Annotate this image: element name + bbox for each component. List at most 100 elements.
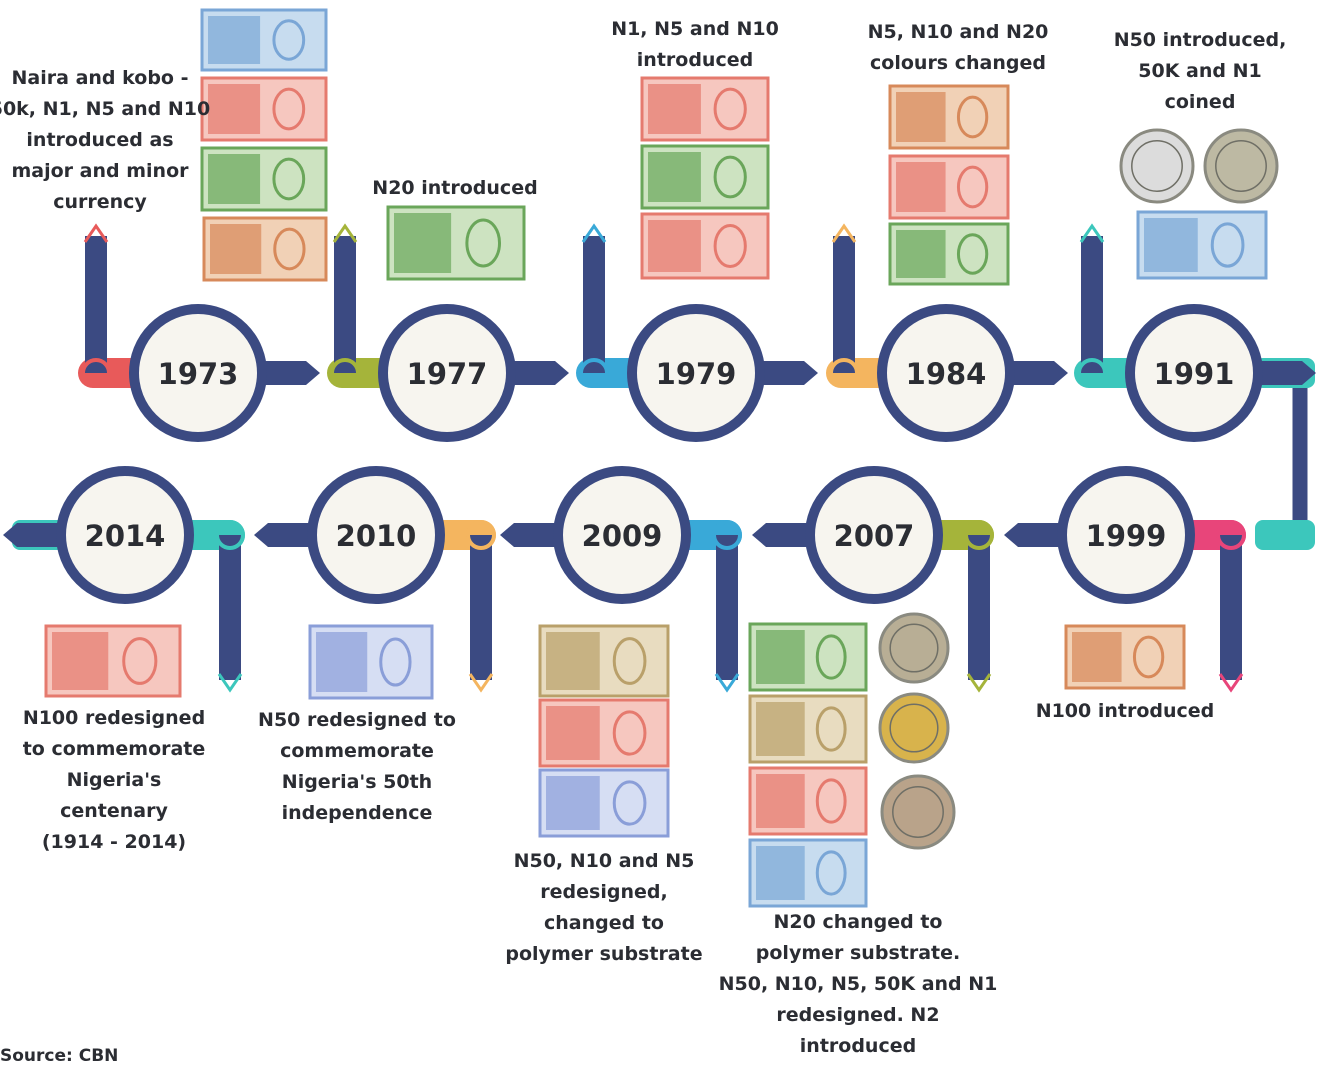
year-label: 1977 (407, 357, 488, 391)
banknote-watermark (815, 634, 847, 680)
milestone-description: N50, N10 and N5 redesigned, changed to p… (505, 850, 703, 965)
year-label: 2010 (336, 519, 417, 553)
year-label: 1984 (906, 357, 987, 391)
banknote-portrait (546, 632, 600, 690)
banknote-image (640, 76, 770, 142)
banknote-image (538, 624, 670, 698)
timeline-stem (1081, 236, 1103, 373)
timeline-stem (85, 236, 107, 373)
banknote-image (748, 838, 868, 908)
stem-arrowhead (1079, 223, 1105, 243)
banknote-portrait (648, 152, 701, 202)
stem-arrowhead (581, 223, 607, 243)
banknote-portrait (52, 632, 109, 690)
milestone-description: N1, N5 and N10 introduced (611, 18, 779, 71)
year-circle (307, 466, 445, 604)
banknote-image (748, 622, 868, 692)
year-label: 2009 (582, 519, 663, 553)
banknote-watermark (612, 780, 647, 826)
banknote-image (200, 146, 328, 212)
banknote-watermark (1132, 635, 1165, 679)
banknote-portrait (210, 224, 262, 274)
coin-ring (1131, 140, 1183, 192)
year-circle (129, 304, 267, 442)
year-label: 1999 (1086, 519, 1167, 553)
banknote-portrait (756, 846, 805, 900)
banknote-watermark (272, 87, 306, 131)
banknote-watermark (273, 227, 306, 271)
row-connector (1265, 373, 1308, 543)
banknote-image (888, 222, 1010, 286)
timeline-dot (466, 520, 496, 550)
year-label: 1973 (158, 357, 239, 391)
year-circle (627, 304, 765, 442)
banknote-watermark (956, 95, 989, 139)
stem-arrowhead (966, 673, 992, 693)
timeline-dot (829, 358, 859, 388)
banknote-image (1136, 210, 1268, 280)
year-label: 2014 (85, 519, 166, 553)
timeline-stem (334, 236, 356, 373)
banknote-image (308, 624, 434, 700)
banknote-portrait (1072, 632, 1122, 682)
banknote-image (1064, 624, 1186, 690)
year-circle (553, 466, 691, 604)
timeline-dot (1216, 520, 1246, 550)
year-label: 1979 (656, 357, 737, 391)
banknote-watermark (815, 778, 847, 824)
stem-arrowhead (831, 223, 857, 243)
milestone-description: N50 introduced, 50K and N1 coined (1113, 29, 1287, 113)
stem-arrowhead (714, 673, 740, 693)
stem-arrowhead (83, 223, 109, 243)
timeline-stem (716, 535, 738, 680)
banknote-portrait (1144, 218, 1198, 272)
timeline-stem (833, 236, 855, 373)
timeline-dot (579, 358, 609, 388)
year-label: 2007 (834, 519, 915, 553)
banknote-portrait (896, 162, 946, 212)
coin-image (878, 692, 950, 764)
banknote-portrait (648, 220, 701, 272)
stem-arrowhead (217, 673, 243, 693)
banknote-watermark (815, 706, 847, 752)
coin-ring (1215, 140, 1267, 192)
banknote-image (640, 212, 770, 280)
year-circle (1057, 466, 1195, 604)
banknote-image (888, 154, 1010, 220)
banknote-watermark (713, 224, 747, 268)
banknote-portrait (648, 84, 701, 134)
milestone-description: Naira and kobo - 50k, N1, N5 and N10 int… (0, 67, 211, 213)
banknote-image (538, 768, 670, 838)
banknote-portrait (546, 706, 600, 760)
banknote-portrait (208, 154, 261, 204)
banknote-watermark (465, 218, 502, 268)
banknote-watermark (612, 710, 647, 756)
timeline-dot (712, 520, 742, 550)
timeline-dot (1077, 358, 1107, 388)
banknote-image (202, 216, 328, 282)
banknote-portrait (756, 630, 805, 684)
year-circle (56, 466, 194, 604)
banknote-watermark (956, 233, 989, 275)
banknote-watermark (1210, 222, 1245, 268)
coin-image (1203, 128, 1279, 204)
milestone-description: N100 redesigned to commemorate Nigeria's… (22, 707, 206, 853)
banknote-portrait (756, 702, 805, 756)
year-circle (877, 304, 1015, 442)
banknote-image (538, 698, 670, 768)
coin-ring (892, 786, 944, 838)
banknote-portrait (546, 776, 600, 830)
stem-arrowhead (332, 223, 358, 243)
milestone-description: N20 introduced (372, 177, 538, 199)
milestone-description: N20 changed to polymer substrate. N50, N… (718, 911, 998, 1057)
coin-image (880, 774, 956, 850)
timeline-dot (330, 358, 360, 388)
banknote-portrait (394, 213, 452, 273)
timeline-stem (219, 535, 241, 680)
source-note: Source: CBN (0, 1046, 119, 1066)
milestone-description: N5, N10 and N20 colours changed (867, 21, 1049, 74)
banknote-image (748, 694, 868, 764)
banknote-image (888, 84, 1010, 150)
banknote-portrait (208, 16, 261, 64)
year-circle (1125, 304, 1263, 442)
